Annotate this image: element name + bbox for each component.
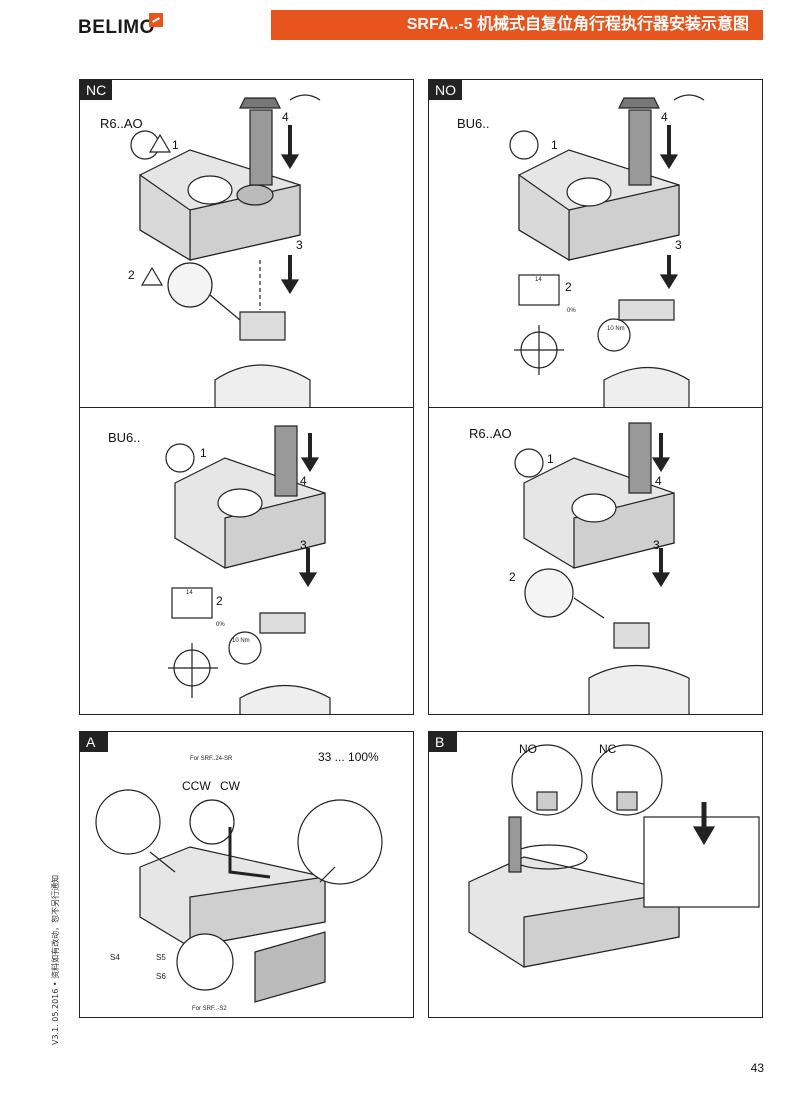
- step-4: 4: [661, 110, 668, 124]
- step-1: 1: [172, 138, 179, 152]
- cw-label: CW: [220, 779, 240, 793]
- panel-a: A For SRF..24-SR CCW CW 33 ... 100% S4 S…: [79, 731, 414, 1018]
- bu6-actuator-illustration: [165, 425, 331, 714]
- step-1: 1: [547, 452, 554, 466]
- panel-r6ao: R6..AO 1 2 3 4: [428, 407, 763, 715]
- range-label: 33 ... 100%: [318, 750, 379, 764]
- step-3: 3: [296, 238, 303, 252]
- model-label: R6..AO: [469, 426, 512, 441]
- nc-actuator-illustration: [130, 94, 321, 407]
- page-title: SRFA..-5 机械式自复位角行程执行器安装示意图: [271, 10, 763, 40]
- model-label: BU6..: [457, 116, 490, 131]
- s4-label: S4: [110, 953, 120, 962]
- percent-label: 0%: [216, 622, 225, 628]
- step-1: 1: [200, 446, 207, 460]
- angle-label: 14: [186, 590, 193, 596]
- step-3: 3: [300, 538, 307, 552]
- model-label: R6..AO: [100, 116, 143, 131]
- brand-name: BELIMO: [78, 17, 155, 38]
- step-3: 3: [653, 538, 660, 552]
- step-2: 2: [565, 280, 572, 294]
- torque-label: 10 Nm: [232, 638, 250, 644]
- belimo-logo: BELIMO: [78, 13, 168, 39]
- panel-label-a: A: [80, 732, 108, 752]
- panel-b: B NO NC: [428, 731, 763, 1018]
- logo-mark-icon: [149, 13, 163, 27]
- panel-bu6: BU6.. 1 2 3 4 14 0% 10 Nm: [79, 407, 414, 715]
- step-1: 1: [551, 138, 558, 152]
- step-2: 2: [128, 268, 135, 282]
- angle-label: 14: [535, 277, 542, 283]
- version-note: V3.1. 05.2016 • 资料如有改动，恕不另行通知: [51, 874, 60, 1045]
- no-actuator-illustration: [509, 94, 705, 407]
- no-label: NO: [519, 742, 537, 756]
- r6ao-actuator-illustration: [514, 422, 690, 714]
- panel-no: NO BU6.. 1 2 3 4 14 0% 10 Nm: [428, 79, 763, 408]
- ccw-label: CCW: [182, 779, 211, 793]
- panel-label-b: B: [429, 732, 457, 752]
- torque-label: 10 Nm: [607, 326, 625, 332]
- step-3: 3: [675, 238, 682, 252]
- step-2: 2: [216, 594, 223, 608]
- note-bottom: For SRF..-S2: [192, 1006, 227, 1012]
- step-2: 2: [509, 570, 516, 584]
- step-4: 4: [300, 474, 307, 488]
- note-top: For SRF..24-SR: [190, 756, 233, 762]
- a-actuator-illustration: [95, 789, 383, 1003]
- nc-label: NC: [599, 742, 617, 756]
- s5-label: S5: [156, 953, 166, 962]
- step-4: 4: [655, 474, 662, 488]
- s6-label: S6: [156, 972, 166, 981]
- step-4: 4: [282, 110, 289, 124]
- panel-label-no: NO: [429, 80, 462, 100]
- b-actuator-illustration: [468, 744, 760, 968]
- panel-nc: NC R6..AO 1 2 3 4: [79, 79, 414, 408]
- percent-label: 0%: [567, 308, 576, 314]
- model-label: BU6..: [108, 430, 141, 445]
- page-number: 43: [750, 1061, 764, 1075]
- panel-label-nc: NC: [80, 80, 113, 100]
